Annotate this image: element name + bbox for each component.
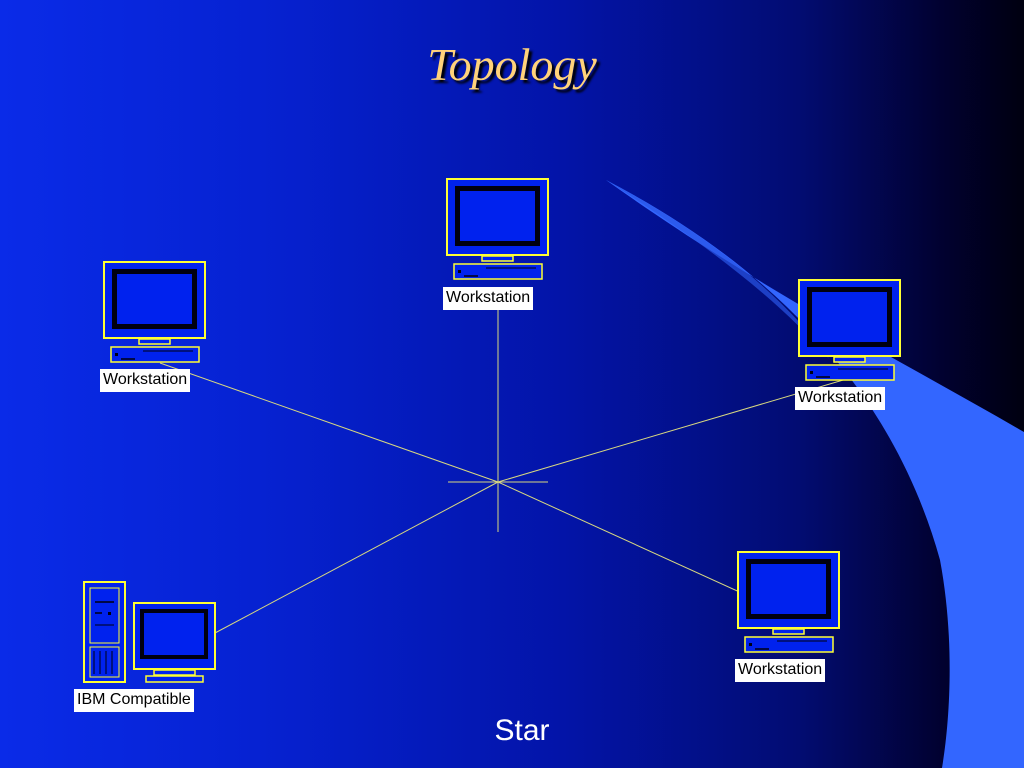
- workstation-icon: [446, 178, 549, 280]
- node-workstation-right[interactable]: [798, 279, 902, 385]
- node-ibm-compatible[interactable]: [82, 581, 218, 687]
- workstation-label-bottom-right: Workstation: [735, 659, 826, 682]
- workstation-icon: [798, 279, 901, 381]
- node-workstation-left[interactable]: [103, 261, 207, 367]
- slide-caption: Star: [494, 714, 550, 747]
- connection-line-bottom-left: [214, 481, 499, 634]
- connection-line-left: [159, 362, 499, 483]
- connection-line-right: [497, 377, 851, 483]
- workstation-label-top: Workstation: [443, 287, 534, 310]
- slide-title: Topology: [427, 39, 597, 90]
- node-workstation-bottom-right[interactable]: [737, 551, 841, 657]
- ibm-compatible-pc-icon: [83, 581, 216, 683]
- workstation-icon: [103, 261, 206, 363]
- workstation-label-left: Workstation: [100, 369, 191, 392]
- ibm-compatible-label: IBM Compatible: [74, 689, 194, 712]
- workstation-icon: [737, 551, 840, 653]
- workstation-label-right: Workstation: [795, 387, 886, 410]
- node-workstation-top[interactable]: [446, 178, 550, 284]
